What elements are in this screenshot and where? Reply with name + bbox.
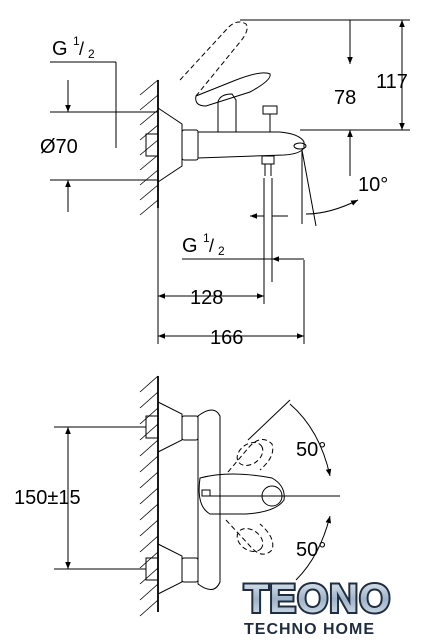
front-view: 150±15 50° 50° [14, 375, 340, 617]
pipe-connector [145, 133, 159, 157]
nut [181, 129, 199, 161]
outlet-connector [261, 155, 275, 165]
lever-rotated-up [227, 439, 274, 473]
mixer-body [197, 131, 305, 159]
thread-top-frac-num: 1 [73, 34, 80, 48]
height-78-label: 78 [334, 87, 356, 109]
angle-top-label: 50° [296, 439, 326, 461]
logo-text: TEONO [244, 577, 391, 621]
lever-handle [195, 72, 271, 107]
upper-nut [181, 415, 199, 441]
thread-top-label: G [52, 38, 68, 60]
side-view: G 1 / 2 Ø70 78 117 10° G 1 / 2 [40, 19, 410, 349]
length-128-label: 128 [190, 287, 223, 309]
escutcheon [157, 107, 183, 183]
angle-bottom-label: 50° [296, 539, 326, 561]
thread-bottom-frac-den: 2 [218, 244, 225, 258]
lever-indicator [201, 489, 211, 497]
mixer-body-front [197, 409, 221, 590]
lever-raised-outline [179, 21, 248, 97]
brand-logo: TEONO TECHNO HOME [242, 575, 392, 638]
spacing-150-label: 150±15 [14, 487, 81, 509]
thread-top-slash: / [79, 39, 84, 59]
lever-handle-front [198, 473, 285, 515]
lower-nut [181, 557, 199, 583]
height-117-label: 117 [376, 71, 408, 93]
thread-bottom-frac-num: 1 [203, 231, 210, 245]
spout-outlet [293, 142, 307, 150]
angle-10-label: 10° [358, 174, 388, 196]
thread-bottom-label: G [182, 235, 198, 257]
length-166-label: 166 [210, 327, 243, 349]
upper-pipe [145, 415, 159, 439]
wall-side [139, 79, 159, 216]
lower-escutcheon [157, 543, 183, 595]
diverter-knob [262, 105, 278, 115]
lever-rotated-down [225, 519, 274, 555]
thread-top-frac-den: 2 [88, 47, 95, 61]
diameter-label: Ø70 [40, 136, 78, 158]
upper-escutcheon [157, 401, 183, 453]
logo-tagline: TECHNO HOME [244, 621, 375, 638]
thread-bottom-slash: / [209, 236, 214, 256]
